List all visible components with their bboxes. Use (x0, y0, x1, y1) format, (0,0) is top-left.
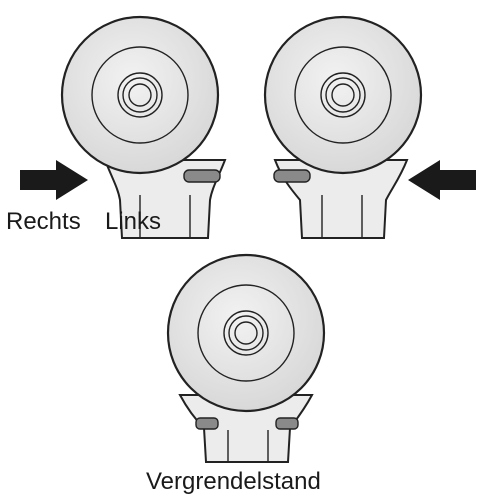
drive-square (128, 83, 152, 107)
ratchet-handle (178, 394, 314, 463)
direction-lever (275, 417, 299, 430)
drive-square (228, 315, 264, 351)
head-ring (294, 46, 392, 144)
ratchet-figure-vergrendelstand (166, 253, 326, 463)
drive-square (320, 72, 366, 118)
drive-square (331, 83, 355, 107)
drive-square (223, 310, 269, 356)
head-ring (91, 46, 189, 144)
arrow-right-icon (20, 160, 88, 200)
ratchet-head (263, 15, 423, 175)
ratchet-head (60, 15, 220, 175)
direction-lever (195, 417, 219, 430)
head-ring (197, 284, 295, 382)
direction-lever (273, 169, 311, 183)
ratchet-figure-rechts (20, 15, 227, 239)
label-vergrendelstand: Vergrendelstand (146, 468, 321, 495)
label-rechts: Rechts (6, 208, 81, 235)
ratchet-head (166, 253, 326, 413)
arrow-left-icon (408, 160, 476, 200)
drive-square (325, 77, 361, 113)
drive-square (122, 77, 158, 113)
direction-lever (183, 169, 221, 183)
ratchet-figure-links (263, 15, 476, 239)
drive-square (117, 72, 163, 118)
drive-square (234, 321, 258, 345)
label-links: Links (105, 208, 162, 235)
